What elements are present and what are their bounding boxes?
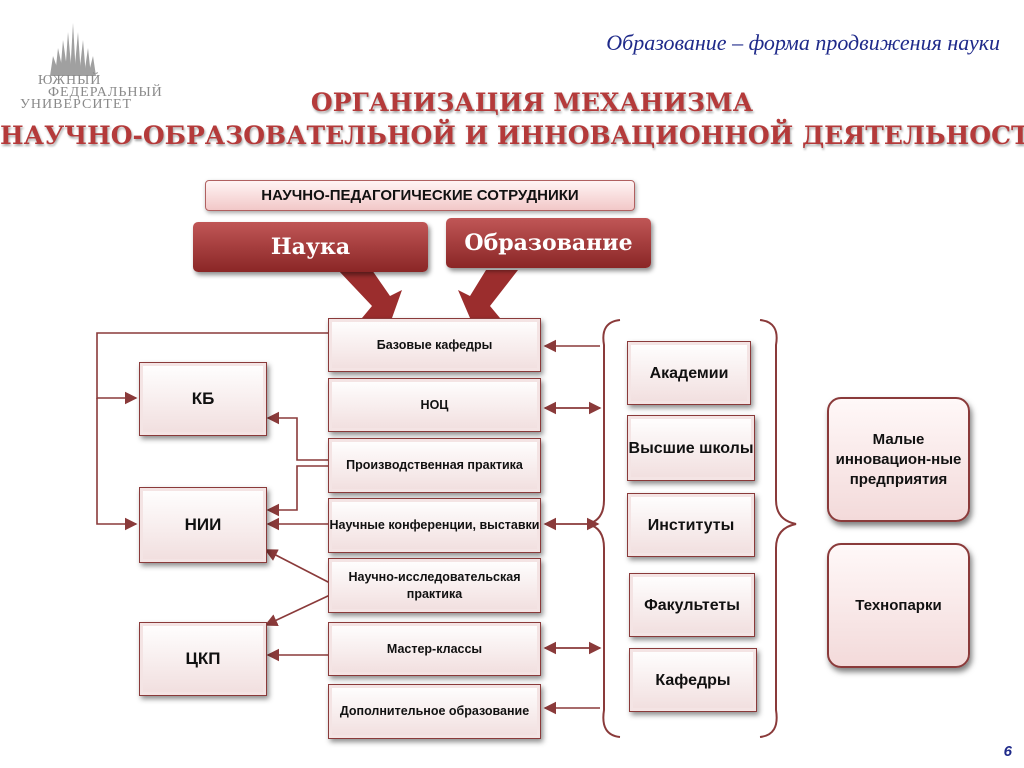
slide-title-line-1: ОРГАНИЗАЦИЯ МЕХАНИЗМА (310, 88, 754, 117)
logo-emblem-icon (50, 23, 96, 76)
university-logo: ЮЖНЫЙ ФЕДЕРАЛЬНЫЙ УНИВЕРСИТЕТ (18, 18, 168, 118)
slide-subtitle: Образование – форма продвижения науки (606, 30, 1000, 55)
science-arrow-icon (338, 270, 402, 318)
center-item-additional-education[interactable]: Дополнительное образование (328, 684, 541, 739)
staff-label: НАУЧНО-ПЕДАГОГИЧЕСКИЕ СОТРУДНИКИ (205, 180, 635, 211)
logo-line-1: ЮЖНЫЙ (38, 73, 102, 88)
logo-line-3: УНИВЕРСИТЕТ (20, 97, 133, 112)
right-item-higher-schools[interactable]: Высшие школы (627, 415, 755, 481)
left-item-nii[interactable]: НИИ (139, 487, 267, 563)
education-button[interactable]: Образование (446, 218, 651, 268)
small-innovative-enterprises[interactable]: Малые инновацион-ные предприятия (827, 397, 970, 522)
science-button[interactable]: Наука (193, 222, 428, 272)
right-item-departments[interactable]: Кафедры (629, 648, 757, 712)
center-item-industrial-practice[interactable]: Производственная практика (328, 438, 541, 493)
page-number: 6 (1003, 743, 1012, 760)
center-item-base-departments[interactable]: Базовые кафедры (328, 318, 541, 372)
center-item-noc[interactable]: НОЦ (328, 378, 541, 432)
right-item-faculties[interactable]: Факультеты (629, 573, 755, 637)
education-arrow-icon (458, 270, 518, 318)
left-item-kb[interactable]: КБ (139, 362, 267, 436)
center-item-research-practice[interactable]: Научно-исследовательская практика (328, 558, 541, 613)
left-brace-icon (587, 319, 621, 738)
right-item-institutes[interactable]: Институты (627, 493, 755, 557)
logo-line-2: ФЕДЕРАЛЬНЫЙ (48, 85, 163, 100)
left-item-ckp[interactable]: ЦКП (139, 622, 267, 696)
center-item-conferences[interactable]: Научные конференции, выставки (328, 498, 541, 553)
slide-title-line-2: НАУЧНО-ОБРАЗОВАТЕЛЬНОЙ И ИННОВАЦИОННОЙ Д… (0, 121, 1024, 150)
technoparks[interactable]: Технопарки (827, 543, 970, 668)
right-item-academies[interactable]: Академии (627, 341, 751, 405)
right-brace-icon (759, 319, 797, 738)
center-item-master-classes[interactable]: Мастер-классы (328, 622, 541, 676)
